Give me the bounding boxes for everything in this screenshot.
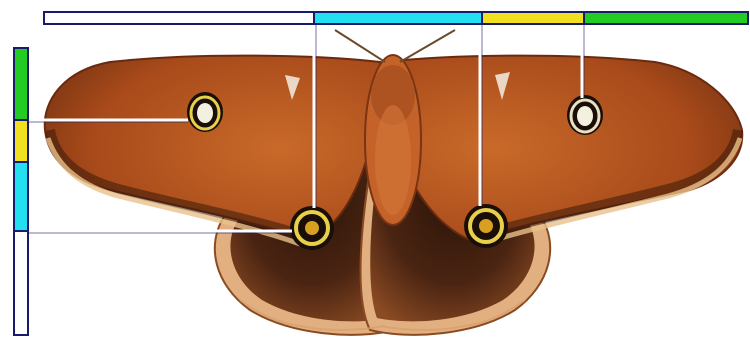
eyespot-forewing-right bbox=[567, 95, 603, 135]
horizontal-scale-bar bbox=[44, 12, 748, 24]
vscale-segment-white bbox=[14, 231, 28, 335]
eyespot-hindwing-right bbox=[464, 204, 508, 248]
scale-segment-cyan bbox=[314, 12, 482, 24]
vertical-scale-bar bbox=[14, 48, 28, 335]
eyespot-hindwing-left bbox=[290, 206, 334, 250]
vscale-segment-cyan bbox=[14, 162, 28, 231]
moth-illustration bbox=[45, 30, 743, 335]
vscale-segment-yellow bbox=[14, 120, 28, 162]
scale-segment-green bbox=[584, 12, 748, 24]
eyespot-forewing-left bbox=[187, 92, 223, 132]
scale-segment-yellow bbox=[482, 12, 584, 24]
scale-segment-white bbox=[44, 12, 314, 24]
vscale-segment-green bbox=[14, 48, 28, 120]
